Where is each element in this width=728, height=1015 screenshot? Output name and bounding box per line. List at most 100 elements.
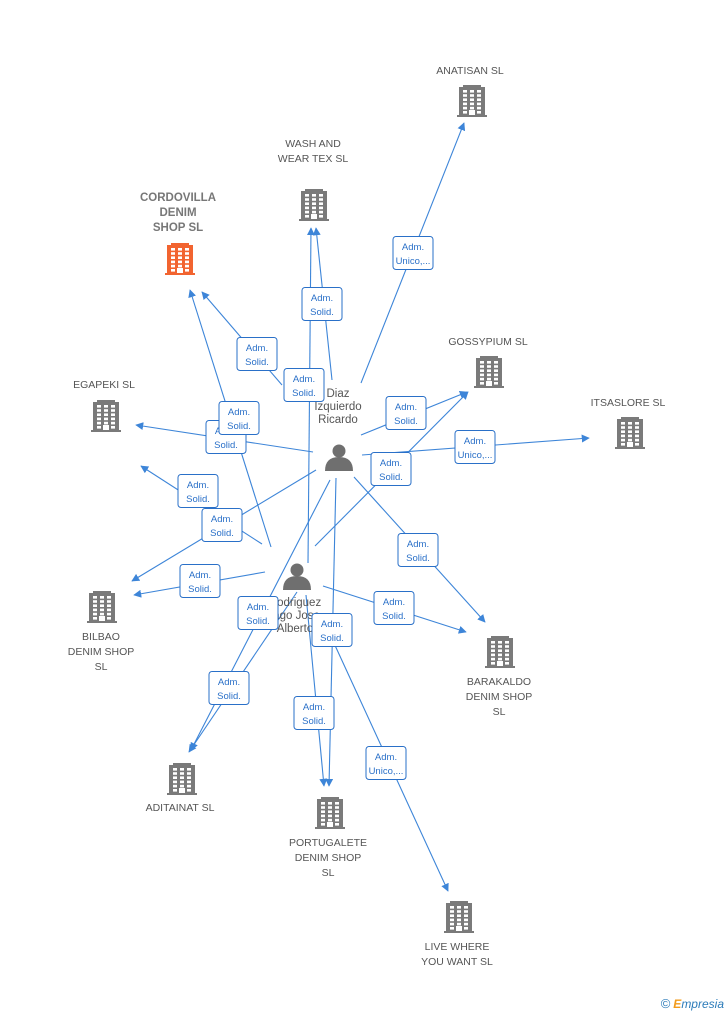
company-name-line: ITSASLORE SL bbox=[591, 397, 666, 409]
company-aditainat[interactable]: ADITAINAT SL bbox=[146, 763, 215, 814]
person-name-line: Diaz bbox=[326, 388, 349, 400]
edge-label-text: Solid. bbox=[302, 716, 326, 727]
edge-role-label[interactable]: Adm. Solid. bbox=[397, 533, 439, 567]
company-name-line: PORTUGALETE bbox=[289, 837, 367, 849]
edge-label-text: Adm. bbox=[311, 293, 333, 304]
company-name-line: DENIM SHOP bbox=[68, 646, 135, 658]
edge-label-text: Adm. bbox=[247, 602, 269, 613]
building-icon bbox=[444, 901, 474, 933]
edge-label-text: Adm. bbox=[211, 514, 233, 525]
edge-label-box bbox=[370, 452, 412, 486]
person-icon bbox=[283, 563, 311, 590]
edge-label-text: Solid. bbox=[379, 472, 403, 483]
edge-label-text: Adm. bbox=[375, 752, 397, 763]
edge-role-label[interactable]: Adm. Solid. bbox=[208, 671, 250, 705]
building-icon bbox=[315, 797, 345, 829]
edge-label-box bbox=[454, 430, 496, 464]
edge-label-box bbox=[236, 337, 278, 371]
edge-label-text: Solid. bbox=[394, 416, 418, 427]
edge-label-text: Solid. bbox=[292, 388, 316, 399]
person-icon bbox=[325, 444, 353, 471]
company-name-line: YOU WANT SL bbox=[421, 956, 493, 968]
edge-role-label[interactable]: Adm. Unico,... bbox=[454, 430, 496, 464]
building-icon bbox=[167, 763, 197, 795]
edge-role-label[interactable]: Adm. Solid. bbox=[311, 613, 353, 647]
edge-label-box bbox=[301, 287, 343, 321]
edge-role-label[interactable]: Adm.Solid. bbox=[236, 337, 278, 371]
edge-role-label[interactable]: Adm.Solid. bbox=[283, 368, 325, 402]
edge-label-text: Adm. bbox=[321, 619, 343, 630]
edge-label-box bbox=[179, 564, 221, 598]
edge-label-text: Solid. bbox=[320, 633, 344, 644]
edge-label-text: Solid. bbox=[186, 494, 210, 505]
company-itsaslore[interactable]: ITSASLORE SL bbox=[591, 397, 666, 449]
company-name-line: EGAPEKI SL bbox=[73, 379, 135, 391]
brand-name: mpresia bbox=[681, 997, 724, 1011]
edge-role-label[interactable]: Adm. Solid. bbox=[201, 508, 243, 542]
edge-role-label[interactable]: Adm. Solid. bbox=[293, 696, 335, 730]
edge-role-label[interactable]: Adm.Unico,... bbox=[392, 236, 434, 270]
company-gossypium[interactable]: GOSSYPIUM SL bbox=[448, 336, 528, 388]
edge-role-label[interactable]: Adm.Solid. bbox=[301, 287, 343, 321]
edge-label-box bbox=[311, 613, 353, 647]
company-livewhere[interactable]: LIVE WHERE YOU WANT SL bbox=[421, 901, 493, 968]
company-name-line: SHOP SL bbox=[153, 222, 203, 234]
edge-role-label[interactable]: Adm.Solid. bbox=[179, 564, 221, 598]
empresia-brand[interactable]: ©Empresia bbox=[661, 996, 724, 1011]
edge-label-box bbox=[293, 696, 335, 730]
building-icon bbox=[91, 400, 121, 432]
edge-label-text: Adm. bbox=[407, 539, 429, 550]
building-icon bbox=[87, 591, 117, 623]
edge-rodriguez-portugalete bbox=[305, 594, 328, 787]
edge-role-label[interactable]: Adm.Solid. bbox=[373, 591, 415, 625]
edge-label-text: Adm. bbox=[218, 677, 240, 688]
edge-role-label[interactable]: Adm.Solid. bbox=[237, 596, 279, 630]
edge-label-text: Solid. bbox=[227, 421, 251, 432]
edge-label-text: Solid. bbox=[406, 553, 430, 564]
edge-label-text: Adm. bbox=[189, 570, 211, 581]
copyright-icon: © bbox=[660, 996, 671, 1011]
edge-label-text: Adm. bbox=[464, 436, 486, 447]
edge-label-text: Unico,... bbox=[458, 450, 493, 461]
edge-role-label[interactable]: Adm.Solid. bbox=[177, 474, 219, 508]
company-name-line: CORDOVILLA bbox=[140, 192, 216, 204]
edge-label-box bbox=[365, 746, 407, 780]
edge-role-label[interactable]: Adm. Solid. bbox=[218, 401, 260, 435]
edge-label-box bbox=[392, 236, 434, 270]
edge-label-text: Solid. bbox=[217, 691, 241, 702]
building-icon bbox=[165, 243, 195, 275]
person-name-line: Rodriguez bbox=[269, 597, 322, 609]
edge-label-box bbox=[397, 533, 439, 567]
company-name-line: BARAKALDO bbox=[467, 676, 531, 688]
brand-initial: E bbox=[673, 997, 682, 1011]
company-name-line: GOSSYPIUM SL bbox=[448, 336, 528, 348]
company-name-line: LIVE WHERE bbox=[425, 941, 490, 953]
edge-labels-layer: Adm.Unico,...Adm.Solid.Adm.Solid.Adm.Sol… bbox=[177, 236, 496, 780]
edge-label-box bbox=[177, 474, 219, 508]
edge-label-text: Adm. bbox=[228, 407, 250, 418]
edge-role-label[interactable]: Adm. Solid. bbox=[385, 396, 427, 430]
edge-label-text: Adm. bbox=[395, 402, 417, 413]
company-egapeki[interactable]: EGAPEKI SL bbox=[73, 379, 135, 432]
company-name-line: WEAR TEX SL bbox=[278, 153, 349, 165]
edge-label-text: Adm. bbox=[246, 343, 268, 354]
edge-role-label[interactable]: Adm.Unico,... bbox=[365, 746, 407, 780]
company-name-line: SL bbox=[322, 867, 335, 879]
company-anatisan[interactable]: ANATISAN SL bbox=[436, 65, 504, 117]
edge-label-box bbox=[385, 396, 427, 430]
edge-label-text: Adm. bbox=[303, 702, 325, 713]
person-name-line: Iago Jose bbox=[270, 610, 320, 622]
company-name-line: WASH AND bbox=[285, 138, 341, 150]
edge-label-text: Solid. bbox=[210, 528, 234, 539]
edge-label-box bbox=[373, 591, 415, 625]
edge-role-label[interactable]: Adm.Solid. bbox=[370, 452, 412, 486]
company-wash[interactable]: WASH AND WEAR TEX SL bbox=[278, 138, 349, 221]
edge-label-text: Adm. bbox=[383, 597, 405, 608]
